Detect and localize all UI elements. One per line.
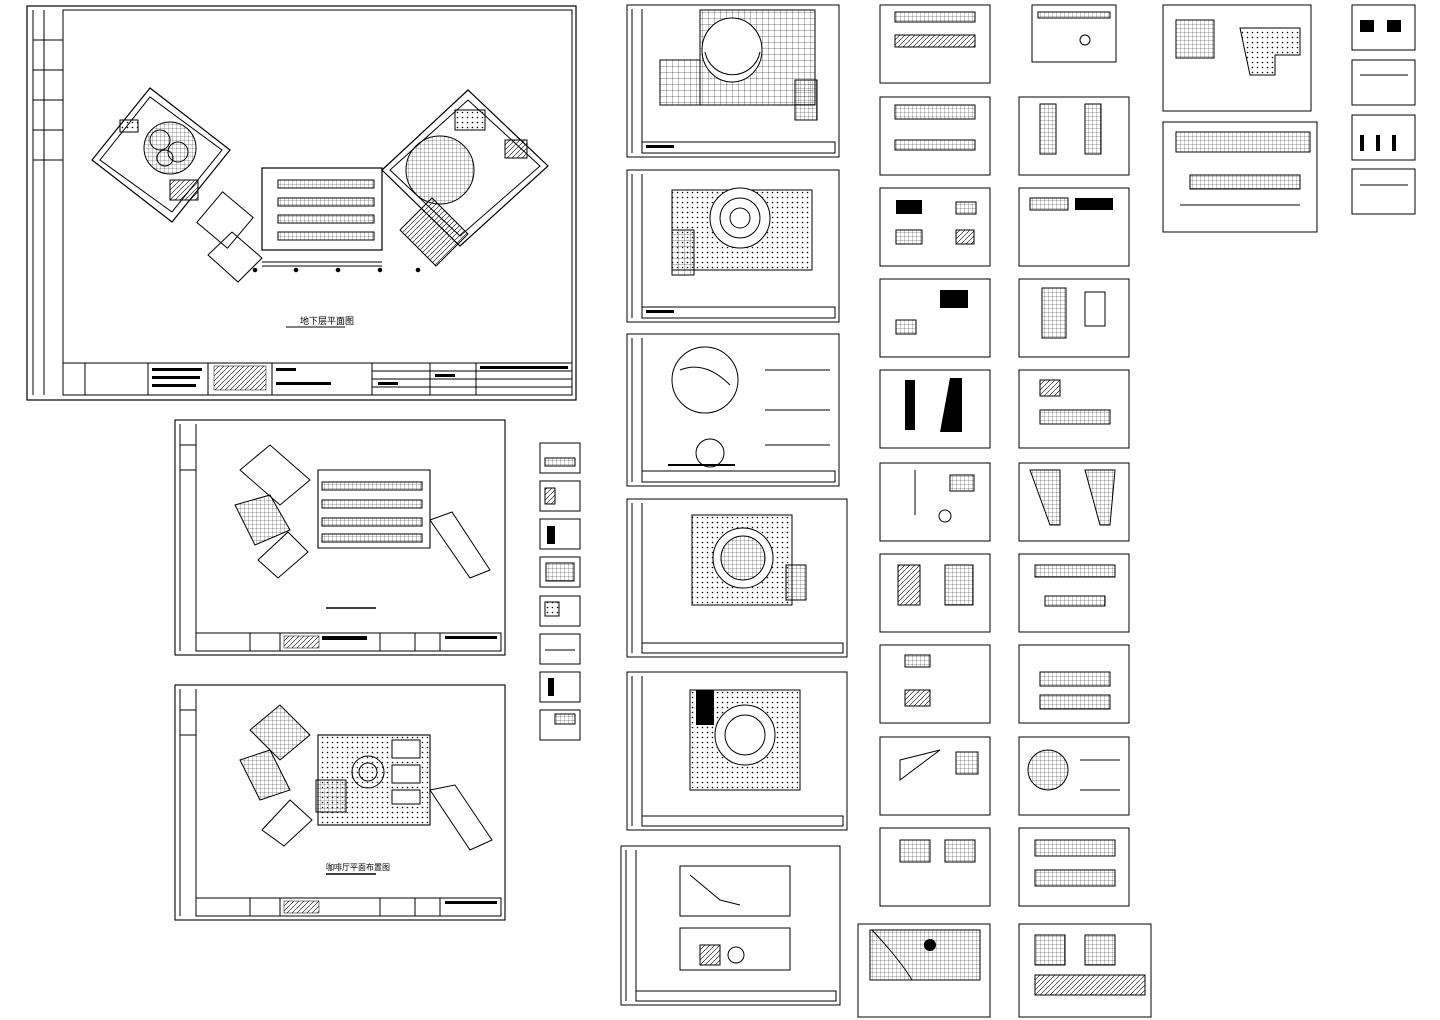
sheet-elevation-grid[interactable]	[857, 4, 991, 1018]
sheet-ceiling-plan-2[interactable]	[626, 169, 840, 323]
left-wing-plan	[91, 87, 263, 283]
sheet-floor-plan-circular-1[interactable]	[626, 498, 848, 658]
sheet-ceiling-plan-1[interactable]	[626, 4, 840, 158]
sheet-cafe-plan[interactable]	[174, 419, 506, 656]
main-plan-title: 地下层平面图	[300, 315, 354, 327]
sheet-furniture-details[interactable]	[1018, 4, 1152, 1018]
right-wing-plan	[381, 89, 549, 267]
sheet-section-details[interactable]	[626, 333, 840, 487]
title-block	[62, 362, 573, 396]
central-seating-block	[252, 167, 421, 273]
sheet-floor-plan-circular-2[interactable]	[626, 671, 848, 831]
sheet-interior-elevations[interactable]	[620, 845, 841, 1006]
sheet-small-details-right[interactable]	[1351, 4, 1416, 215]
detail-thumbnails-column[interactable]	[539, 442, 581, 741]
sheet-main-floor-plan[interactable]: 地下层平面图	[26, 5, 577, 401]
hall-plan-title: 咖啡厅平面布置图	[326, 862, 390, 872]
sheet-hall-plan[interactable]: 咖啡厅平面布置图	[174, 684, 506, 921]
sheet-partial-plans[interactable]	[1162, 4, 1318, 233]
